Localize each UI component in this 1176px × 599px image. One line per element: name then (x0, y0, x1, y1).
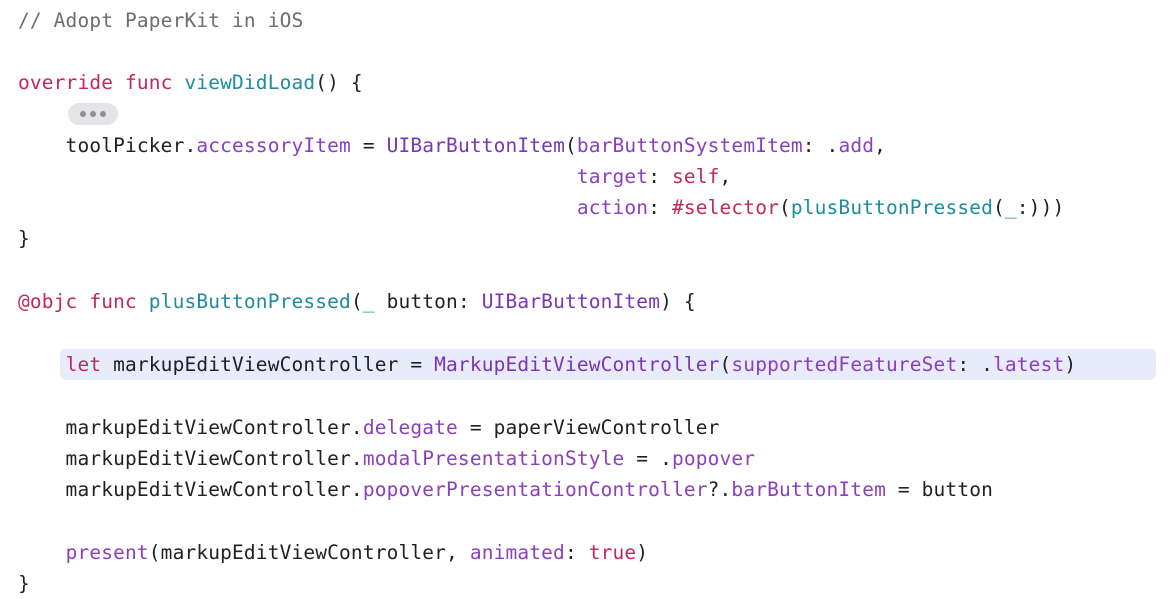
code-keyword: func (89, 290, 137, 313)
code-text: } (18, 227, 30, 250)
code-line: action: #selector(plusButtonPressed(_:))… (18, 192, 1064, 223)
code-keyword: func (125, 71, 173, 94)
code-line: override func viewDidLoad() { (18, 67, 363, 98)
code-comment: // Adopt PaperKit in iOS (18, 9, 304, 32)
code-text: ( (719, 353, 732, 376)
code-text: ) (1064, 353, 1077, 376)
code-text: : (648, 165, 672, 188)
code-line: markupEditViewController.delegate = pape… (18, 412, 720, 443)
code-line: @objc func plusButtonPressed(_ button: U… (18, 286, 696, 317)
code-text: markupEditViewController. (18, 478, 363, 501)
code-property: latest (993, 353, 1065, 376)
code-line: } (18, 568, 30, 599)
code-text (18, 165, 577, 188)
code-line: toolPicker.accessoryItem = UIBarButtonIt… (18, 130, 886, 161)
code-property: barButtonSystemItem (576, 134, 803, 157)
fold-dot (90, 111, 96, 117)
code-text (113, 71, 125, 94)
code-function: viewDidLoad (184, 71, 316, 94)
code-keyword: override (18, 71, 114, 94)
code-fold-ellipsis-icon[interactable] (68, 103, 118, 125)
code-text: toolPicker. (18, 134, 197, 157)
code-text: = (350, 134, 387, 157)
code-text: } (18, 572, 30, 595)
code-text (18, 541, 66, 564)
code-text: () { (315, 71, 363, 94)
code-type: MarkupEditViewController (434, 353, 720, 376)
code-text: ( (564, 134, 577, 157)
line-highlight (60, 349, 1156, 380)
code-text: , (719, 165, 732, 188)
code-text: : (648, 196, 672, 219)
code-text: ( (993, 196, 1005, 219)
code-property: delegate (362, 416, 458, 439)
code-type: UIBarButtonItem (481, 290, 661, 313)
code-property: supportedFeatureSet (731, 353, 958, 376)
code-keyword: #selector (671, 196, 779, 219)
code-text (77, 290, 89, 313)
code-property: present (65, 541, 149, 564)
code-text (18, 196, 577, 219)
code-text (137, 290, 149, 313)
code-text: = paperViewController (457, 416, 720, 439)
code-keyword: @objc (18, 290, 78, 313)
code-property: popoverPresentationController (362, 478, 708, 501)
code-text: (markupEditViewController, (148, 541, 470, 564)
fold-dot (100, 111, 106, 117)
code-text: ) (636, 541, 649, 564)
code-property: add (838, 134, 875, 157)
code-function: plusButtonPressed (148, 290, 351, 313)
code-text (173, 71, 185, 94)
code-line: // Adopt PaperKit in iOS (18, 5, 303, 36)
code-text: ?. (707, 478, 732, 501)
code-text: = button (885, 478, 993, 501)
code-text: ( (778, 196, 791, 219)
code-text: ) { (660, 290, 696, 313)
code-line: present(markupEditViewController, animat… (18, 537, 648, 568)
code-property: barButtonItem (731, 478, 886, 501)
code-text: :))) (1016, 196, 1065, 219)
code-property: accessoryItem (196, 134, 351, 157)
code-text: : . (957, 353, 994, 376)
code-text: markupEditViewController = (101, 353, 435, 376)
code-text (18, 353, 66, 376)
code-property: modalPresentationStyle (362, 447, 625, 470)
code-property: target (576, 165, 649, 188)
code-keyword: self (671, 165, 720, 188)
code-property: animated (469, 541, 565, 564)
code-line: target: self, (18, 161, 731, 192)
code-text: button: (374, 290, 482, 313)
code-type: UIBarButtonItem (386, 134, 565, 157)
code-function: plusButtonPressed (790, 196, 994, 219)
code-keyword: true (588, 541, 637, 564)
code-line: } (18, 223, 30, 254)
code-text: markupEditViewController. (18, 416, 363, 439)
code-property: action (576, 196, 649, 219)
code-line: markupEditViewController.modalPresentati… (18, 443, 756, 474)
code-text: : . (802, 134, 839, 157)
code-text: markupEditViewController. (18, 447, 363, 470)
code-text: ( (350, 290, 363, 313)
code-function: _ (1004, 196, 1017, 219)
code-text: = . (624, 447, 672, 470)
code-line: markupEditViewController.popoverPresenta… (18, 474, 993, 505)
code-text: , (874, 134, 887, 157)
code-keyword: let (65, 353, 102, 376)
fold-dot (80, 111, 86, 117)
code-property: popover (671, 447, 756, 470)
code-function: _ (362, 290, 375, 313)
code-line: let markupEditViewController = MarkupEdi… (18, 349, 1077, 380)
code-text: : (564, 541, 589, 564)
